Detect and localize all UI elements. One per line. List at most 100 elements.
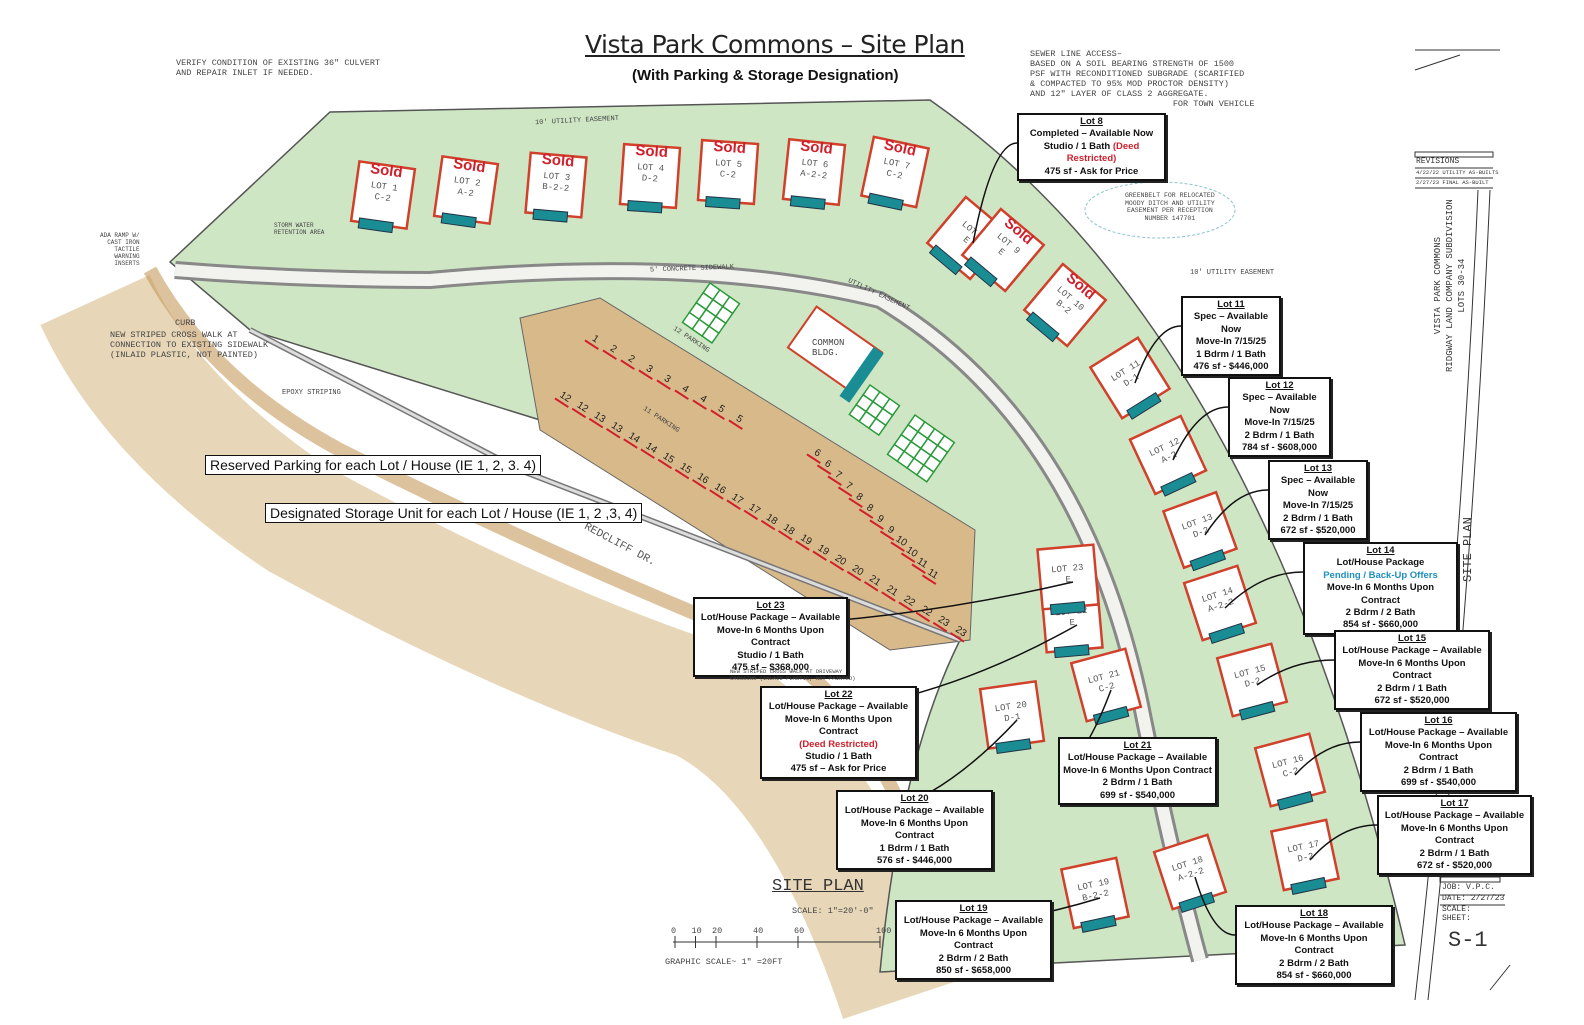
storage-units	[681, 281, 956, 483]
callout-text: Studio / 1 Bath	[805, 751, 872, 763]
lot-18[interactable]: LOT 18A-2-2	[1152, 833, 1228, 915]
callout-text: Lot/House Package – Available	[903, 915, 1044, 927]
callout-line: Studio / 1 Bath	[765, 751, 912, 763]
callout-text: Move-In 7/15/25	[1195, 336, 1267, 348]
callout-text: 2 Bdrm / 2 Bath	[1279, 957, 1349, 969]
garage	[627, 200, 663, 214]
callout-text: Spec – Available Now	[1193, 311, 1269, 335]
lot-19[interactable]: LOT 19B-2-2	[1059, 856, 1131, 934]
callout-line: Lot/House Package – Available	[900, 915, 1047, 927]
leader-line	[972, 142, 1018, 244]
lot-14[interactable]: LOT 14A-2-2	[1182, 564, 1258, 646]
callout-line: Lot/House Package – Available	[1240, 920, 1388, 932]
callout-line: Move-In 6 Months Upon Contract	[1382, 823, 1527, 848]
callout-text: Move-In 6 Months Upon Contract	[1326, 582, 1435, 606]
callout-text: Spec – Available Now	[1280, 475, 1356, 499]
callout-line: 1 Bdrm / 1 Bath	[841, 843, 988, 855]
lot-11[interactable]: LOT 11D-1	[1088, 335, 1172, 424]
site-plan-scale: SCALE: 1"=20'-0"	[792, 906, 874, 916]
sold-badge: Sold	[800, 137, 834, 157]
lot-name: LOT 4	[637, 162, 665, 174]
callout-line: 475 sf - Ask for Price	[1022, 166, 1161, 178]
scale-tick-label: 40	[753, 926, 764, 936]
callout-line: 1 Bdrm / 1 Bath	[1186, 349, 1276, 361]
stall-number: 3	[644, 363, 655, 375]
callout-text: 699 sf - $540,000	[1400, 777, 1476, 789]
callout-line: 850 sf - $658,000	[900, 965, 1047, 977]
garage	[963, 256, 998, 288]
lot-name: LOT 2	[453, 175, 481, 189]
storage-unit-block	[681, 281, 741, 345]
callout-line: Lot/House Package – Available	[841, 805, 988, 817]
callout-text: 2 Bdrm / 2 Bath	[1345, 607, 1416, 619]
sheet-number: S-1	[1448, 928, 1488, 953]
callout-text: Studio / 1 Bath	[737, 649, 804, 661]
reserved-parking-annotation: Reserved Parking for each Lot / House (I…	[205, 455, 542, 475]
callout-line: 2 Bdrm / 1 Bath	[1382, 848, 1527, 860]
common-building	[786, 305, 884, 403]
storage-unit	[701, 325, 720, 345]
scale-tick-label: 0	[671, 926, 677, 936]
callout-line: 2 Bdrm / 1 Bath	[1233, 430, 1326, 442]
lot-21[interactable]: LOT 21C-2	[1069, 647, 1143, 727]
lot-17[interactable]: LOT 17D-2	[1269, 818, 1341, 896]
callout-text: Move-In 6 Months Upon Contract	[1400, 822, 1509, 847]
lot-15[interactable]: LOT 15D-2	[1215, 642, 1289, 722]
stall-number: 9	[875, 513, 886, 525]
callout-line: Move-In 6 Months Upon Contract	[900, 928, 1047, 953]
lot-20[interactable]: LOT 20D-1	[978, 679, 1046, 754]
lot-13[interactable]: LOT 13D-2	[1161, 490, 1239, 573]
callout-line: Move-In 6 Months Upon Contract	[765, 714, 912, 739]
lot-type: E	[961, 235, 972, 246]
sold-badge: Sold	[635, 142, 669, 161]
callout-text: 854 sf - $660,000	[1276, 970, 1352, 982]
parking-stall: 5	[710, 403, 727, 420]
callout-text: 784 sf - $608,000	[1241, 442, 1317, 454]
garage	[440, 212, 477, 229]
callout-text: 2 Bdrm / 2 Bath	[938, 952, 1009, 964]
title-block-lines	[1414, 49, 1511, 1001]
leader-line	[1172, 406, 1229, 461]
callout-text: Move-In 6 Months Upon Contract	[1063, 764, 1212, 776]
callout-line: Move-In 7/15/25	[1233, 417, 1326, 429]
crosswalk-note: NEW STRIPED CROSS WALK AT CONNECTION TO …	[110, 330, 269, 360]
garage	[867, 192, 904, 211]
sheet-label: SHEET:	[1442, 914, 1471, 923]
lot-type: A-2-2	[800, 169, 828, 182]
date-label: DATE: 2/27/23	[1442, 894, 1505, 903]
callout-text: Spec – Available Now	[1242, 392, 1317, 416]
lot-type: D-2	[1297, 851, 1315, 864]
garage	[1189, 549, 1227, 572]
callout-text: Move-In 6 Months Upon Contract	[784, 713, 893, 738]
callout-title: Lot 21	[1123, 740, 1152, 751]
callout-line: 475 sf – Ask for Price	[765, 763, 912, 775]
lot-16[interactable]: LOT 16C-2	[1253, 732, 1327, 812]
garage	[1208, 622, 1246, 645]
parking-stall: 8	[858, 502, 875, 519]
callout-text: Move-In 6 Months Upon Contract	[1358, 657, 1466, 682]
stall-number: 7	[833, 469, 844, 481]
stall-number: 6	[822, 458, 833, 470]
callout-line: (Deed Restricted)	[765, 739, 912, 751]
callout-line: Lot/House Package – Available	[1063, 752, 1212, 764]
callout-line: 854 sf - $660,000	[1308, 619, 1453, 631]
scale-label: SCALE:	[1442, 905, 1471, 914]
lot-23[interactable]: LOT 23E	[1036, 543, 1100, 616]
garage	[357, 217, 394, 234]
